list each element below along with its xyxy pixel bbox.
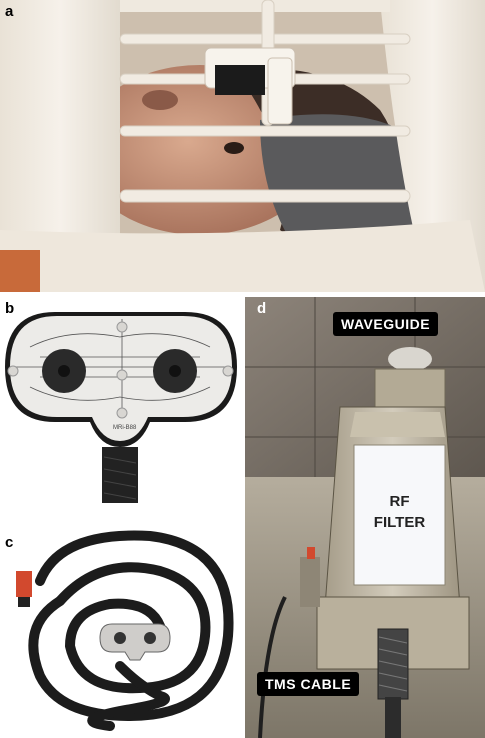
callout-tms-cable: TMS CABLE	[257, 672, 360, 696]
photo-panel-d: d WAVEGUIDE RF FILTER TMS CABLE	[245, 297, 485, 738]
rf-filter-label-line2: FILTER	[373, 514, 426, 531]
panel-label-c: c	[5, 534, 14, 551]
photo-panel-b: MRi-B88 b	[0, 297, 240, 503]
rf-filter-label-line1: RF	[389, 493, 410, 510]
panel-label-b: b	[5, 300, 15, 317]
callout-waveguide: WAVEGUIDE	[333, 312, 439, 336]
photo-panel-c: c	[0, 526, 240, 738]
device-marking: MRi-B88	[113, 425, 137, 431]
rf-filter-photo	[245, 297, 485, 738]
mri-head-coil-photo	[0, 0, 485, 292]
rf-filter-label: RF FILTER	[354, 491, 445, 533]
coil-cable-photo	[16, 530, 234, 731]
tms-coil-photo: MRi-B88	[5, 312, 237, 503]
panel-label-d: d	[257, 300, 267, 317]
photo-panel-a: a	[0, 0, 485, 292]
panel-label-a: a	[5, 3, 14, 20]
